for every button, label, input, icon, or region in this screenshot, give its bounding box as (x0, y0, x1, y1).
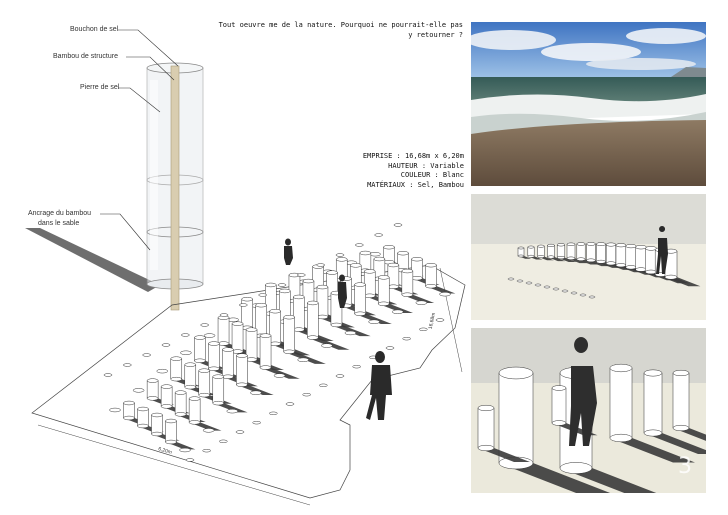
page-number: 3 (678, 454, 692, 479)
spec-emprise: EMPRISE : 16,68m x 6,20m (362, 152, 464, 160)
render-wide-view (471, 194, 706, 320)
human-figure (284, 238, 392, 420)
quote-line-2: y retourner ? (408, 31, 463, 39)
column-shadow (25, 228, 160, 292)
spec-couleur: COULEUR : Blanc (400, 171, 464, 179)
salt-column (146, 62, 204, 311)
beach-photo (471, 22, 706, 186)
specs-block: EMPRISE : 16,68m x 6,20m HAUTEUR : Varia… (318, 152, 464, 190)
column-field (103, 223, 456, 462)
quote-line-1: Tout oeuvre me de la nature. Pourquoi ne… (218, 21, 463, 29)
spec-hauteur: HAUTEUR : Variable (388, 161, 464, 170)
quote-text: Tout oeuvre me de la nature. Pourquoi ne… (203, 20, 463, 40)
spec-materiaux: MATÉRIAUX : Sel, Bambou (367, 180, 464, 189)
label-bambou: Bambou de structure (53, 53, 118, 60)
label-pierre: Pierre de sel (80, 84, 120, 91)
bamboo-stick (170, 65, 180, 311)
label-ancrage-1: Ancrage du bambou (28, 210, 92, 217)
label-bouchon: Bouchon de sel (70, 26, 119, 33)
label-ancrage-2: dans le sable (38, 220, 80, 227)
render-close-view: 3 (471, 328, 706, 493)
